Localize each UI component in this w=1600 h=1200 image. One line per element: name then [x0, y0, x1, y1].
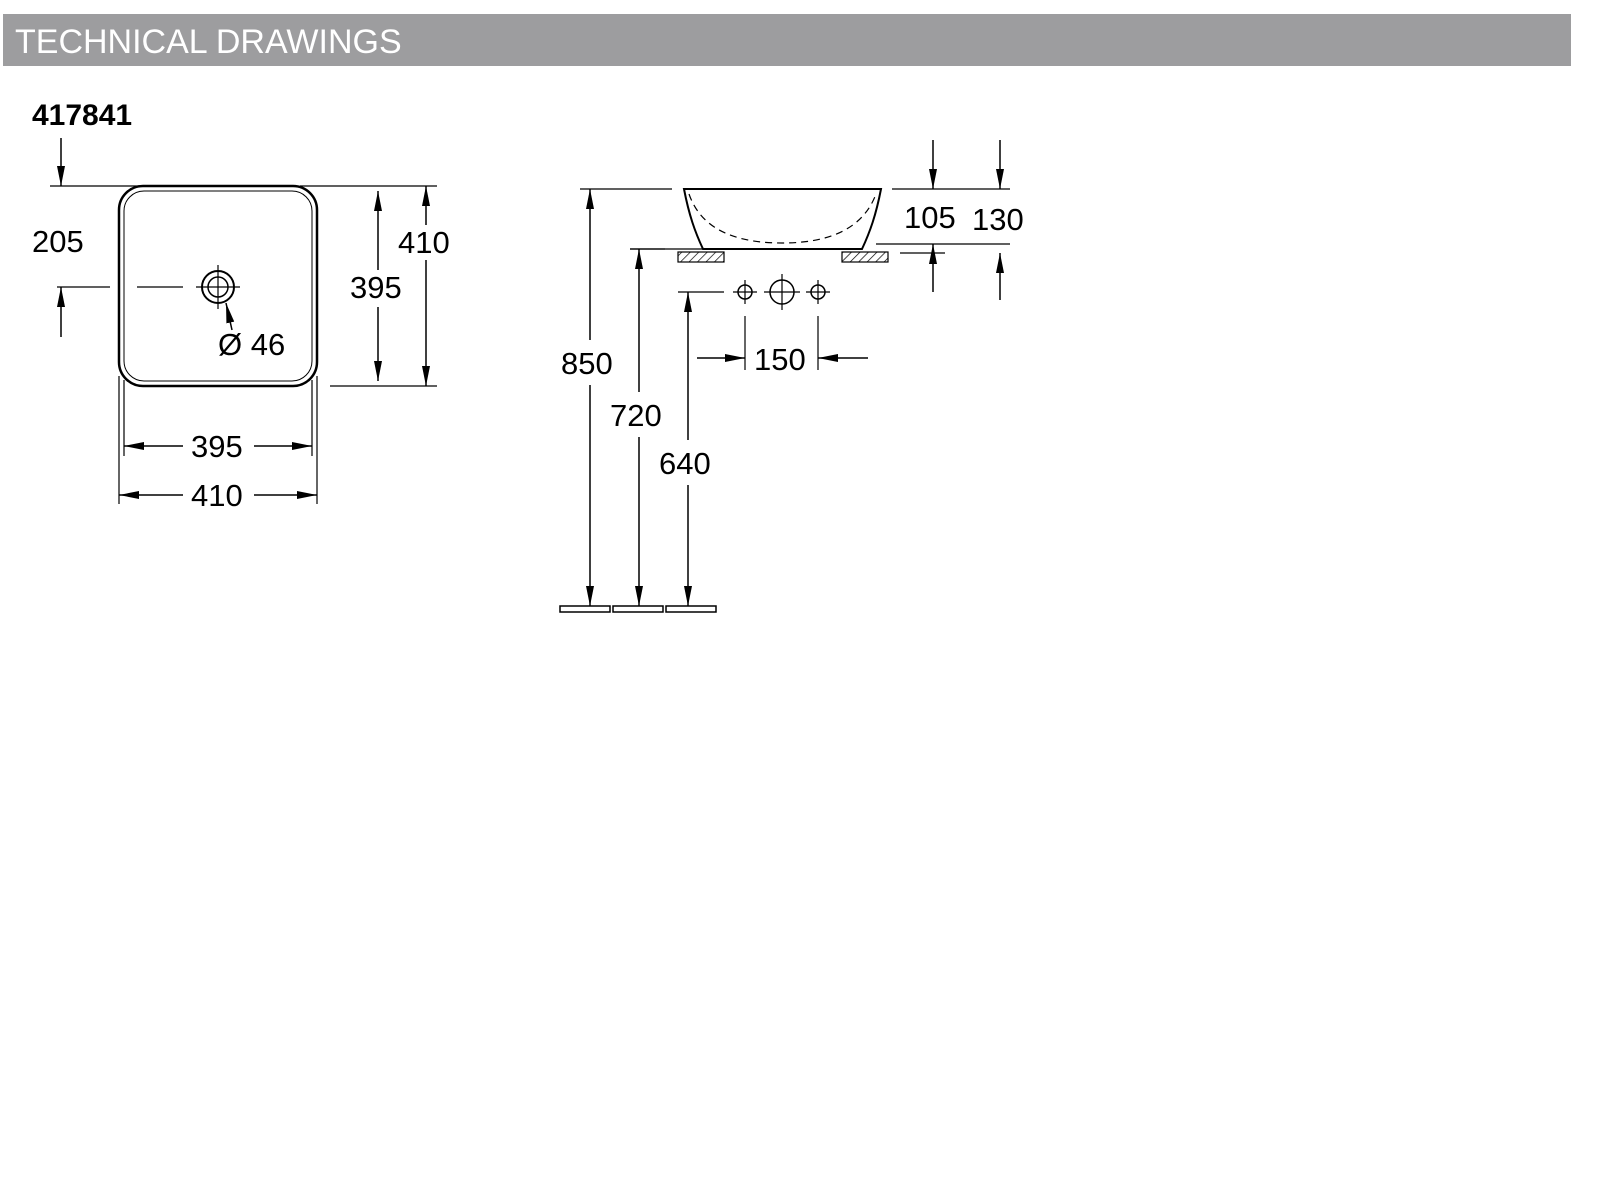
counter-hatch-right	[841, 251, 889, 263]
header-bar: TECHNICAL DRAWINGS	[3, 14, 1571, 66]
product-code: 417841	[32, 99, 133, 132]
drain-icon	[196, 265, 240, 309]
drain-diameter-label: Ø 46	[218, 327, 285, 362]
drain-leader	[225, 302, 235, 331]
tap-height-label: 640	[659, 446, 711, 481]
floor-block-2	[612, 605, 664, 613]
drain-offset-label: 205	[32, 224, 84, 259]
height-outer-label: 130	[972, 202, 1024, 237]
basin-profile	[682, 188, 883, 250]
basin-inner-dashed	[688, 193, 877, 244]
height-inner-label: 105	[904, 200, 956, 235]
inner-depth-label: 395	[350, 270, 402, 305]
outer-depth-label: 410	[398, 225, 450, 260]
floor-block-1	[559, 605, 611, 613]
basin-outer-outline	[117, 184, 319, 388]
basin-inner-outline	[123, 190, 313, 382]
tap-hole-center-icon	[764, 274, 800, 310]
side-view: 105 130 150 850	[559, 140, 1024, 613]
floor-block-3	[665, 605, 717, 613]
rim-height-label: 850	[561, 346, 613, 381]
inner-width-label: 395	[191, 429, 243, 464]
tap-hole-right-icon	[806, 280, 830, 304]
counter-hatch-left	[677, 251, 725, 263]
tap-spacing-label: 150	[754, 342, 806, 377]
tap-hole-left-icon	[733, 280, 757, 304]
top-view: Ø 46 205 395 410 395 410	[32, 138, 450, 513]
outer-width-label: 410	[191, 478, 243, 513]
counter-height-label: 720	[610, 398, 662, 433]
header-title: TECHNICAL DRAWINGS	[15, 23, 402, 61]
